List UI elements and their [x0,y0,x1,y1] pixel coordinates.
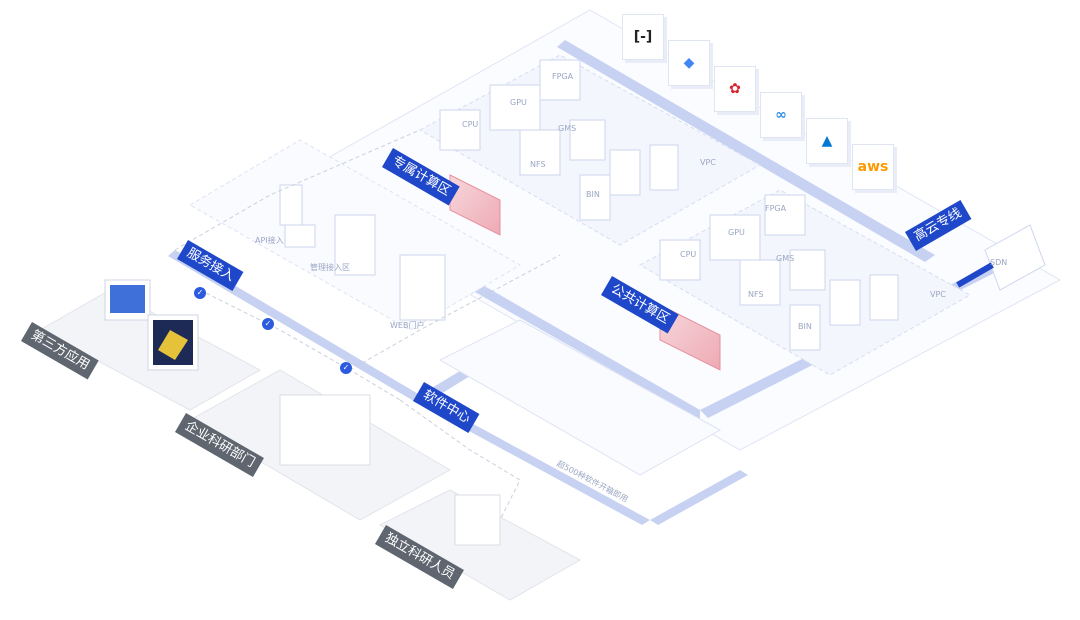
node-label-gms-bottom: GMS [776,254,795,263]
node-label-fpga-top: FPGA [552,72,574,81]
node-label-nfs-top: NFS [530,160,546,169]
sdn-node [956,224,1046,291]
node-label-sdn: SDN [990,258,1008,267]
security-shield-icon: ✓ [340,362,352,374]
huawei-icon: ✿ [714,66,756,112]
node-label-access-zone: 管理接入区 [310,263,350,272]
aliyun-icon: [-] [622,14,664,60]
connection-lines [174,129,561,521]
node-label-fpga-bottom: FPGA [765,204,787,213]
node-label-vpc-top: VPC [700,158,716,167]
aws-icon: aws [852,144,894,190]
service-access-zone [189,139,521,331]
node-label-api: API接入 [255,236,284,245]
enterprise-platform [188,369,452,521]
security-shield-icon: ✓ [194,287,206,299]
software-center-zone [438,319,722,476]
server-cluster-bottom [659,194,899,351]
server-cluster-top [439,59,679,221]
node-label-bin-bottom: BIN [798,322,812,331]
tencent-cloud-icon: ∞ [760,92,802,138]
independent-platform [378,489,582,601]
node-label-gpu-top: GPU [510,98,527,107]
security-shield-icon: ✓ [262,318,274,330]
node-label-cpu-bottom: CPU [680,250,697,259]
node-label-bin-top: BIN [586,190,600,199]
node-label-gms-top: GMS [558,124,577,133]
node-label-gpu-bottom: GPU [728,228,745,237]
third-party-platform [38,279,262,411]
public-compute-zone [638,189,972,376]
azure-icon: ▲ [806,118,848,164]
dedicated-compute-zone [418,54,762,246]
google-cloud-icon: ◆ [668,40,710,86]
node-label-nfs-bottom: NFS [748,290,764,299]
node-label-web: WEB门户 [390,321,425,330]
node-label-cpu-top: CPU [462,120,479,129]
node-label-vpc-bottom: VPC [930,290,946,299]
